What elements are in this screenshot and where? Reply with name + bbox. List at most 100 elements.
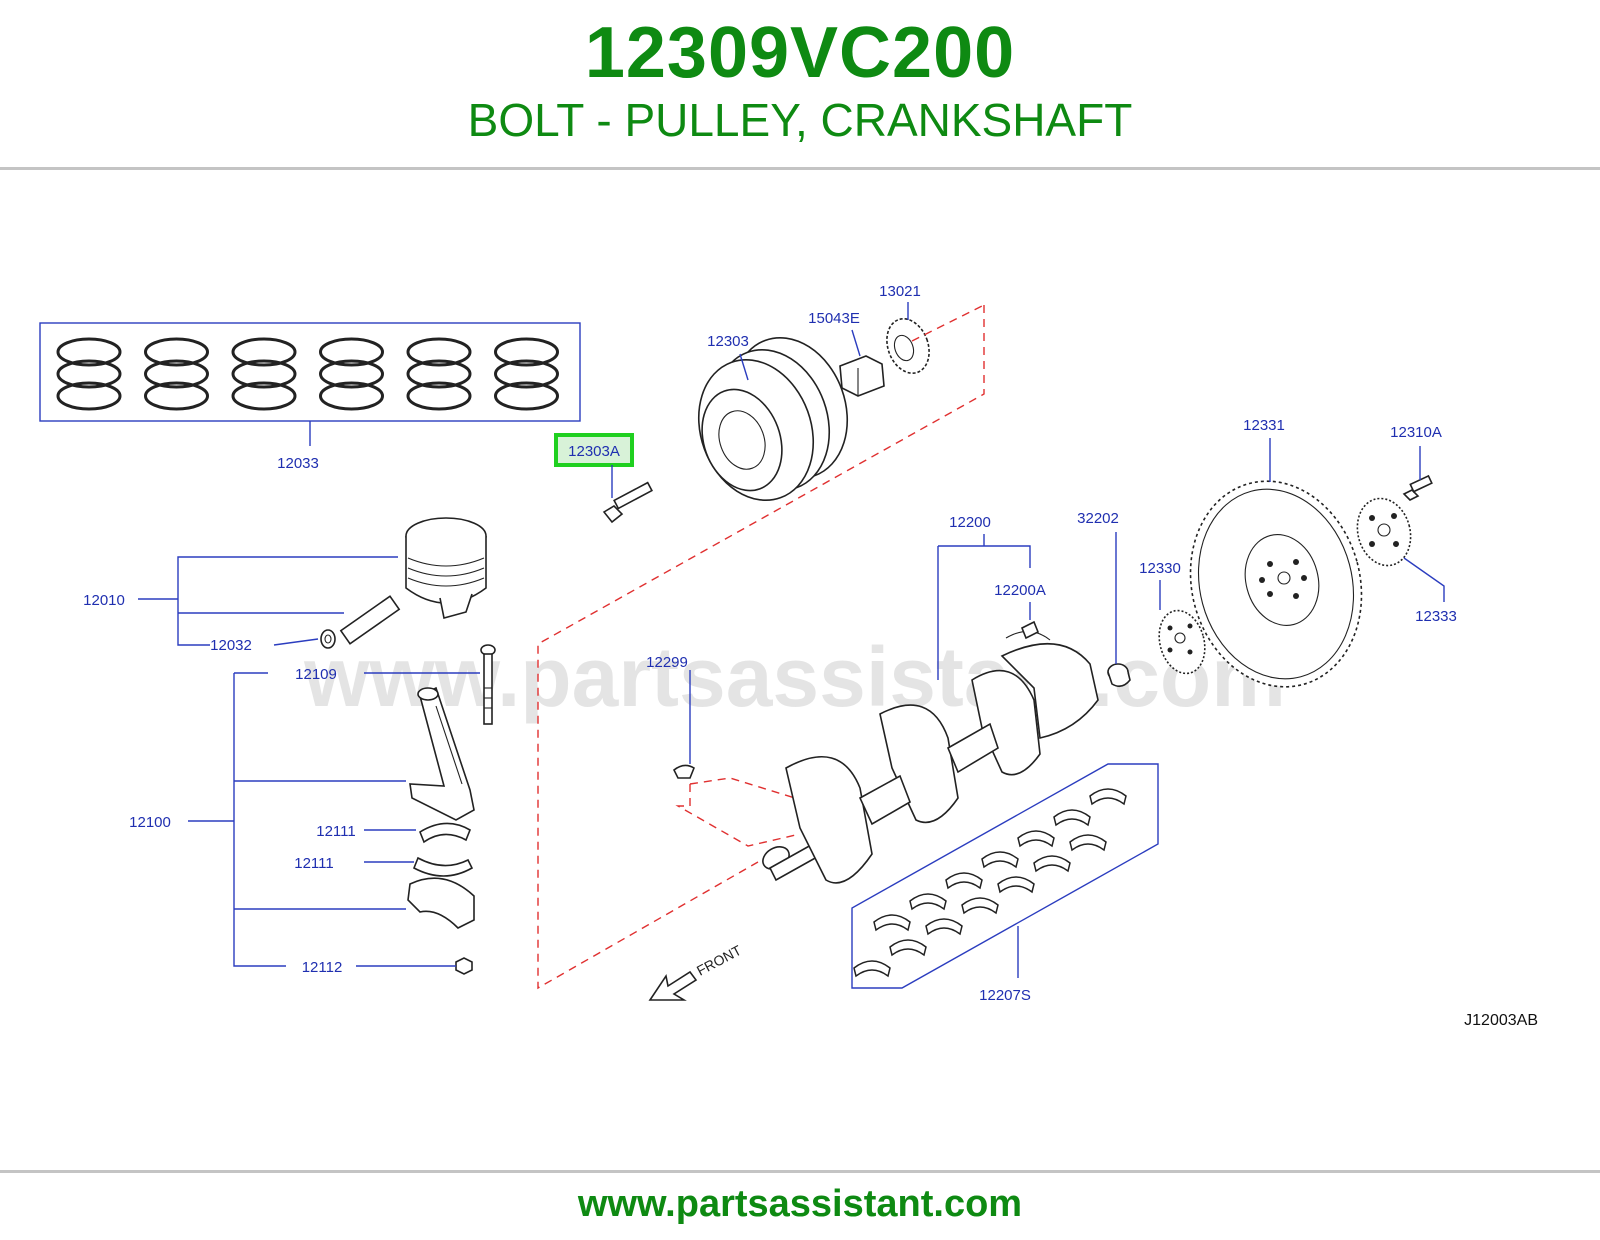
plug-12200A-part[interactable]: [1020, 620, 1040, 640]
piston-ring-sets: [56, 337, 559, 411]
leader-12010-bracket: [177, 556, 398, 646]
callout-13021[interactable]: 13021: [879, 283, 921, 300]
main-bearing-shell: [1017, 830, 1055, 848]
piston-ring: [144, 359, 209, 389]
main-bearing-shell: [1089, 788, 1127, 806]
piston-ring: [56, 359, 122, 389]
piston-ring: [56, 337, 122, 367]
piston-rings-group[interactable]: [39, 322, 581, 446]
main-bearing-shell: [981, 851, 1019, 869]
main-bearings-box: [851, 763, 1159, 989]
piston-pin-part[interactable]: [339, 595, 401, 645]
leader-12100-spine: [233, 673, 286, 967]
front-direction-indicator: FRONT: [648, 942, 744, 1001]
main-bearing-shell: [925, 918, 963, 936]
crankshaft-part[interactable]: [759, 630, 1099, 884]
crank-key-12299-part[interactable]: [672, 764, 695, 779]
callout-12310A[interactable]: 12310A: [1390, 424, 1442, 441]
callout-12333[interactable]: 12333: [1415, 608, 1457, 625]
piston-ring: [56, 381, 122, 411]
piston-ring: [319, 337, 384, 367]
callout-12207S[interactable]: 12207S: [979, 987, 1031, 1004]
pilot-bushing-32202-part[interactable]: [1107, 663, 1131, 688]
header: 12309VC200 BOLT - PULLEY, CRANKSHAFT: [0, 0, 1600, 168]
callout-12331[interactable]: 12331: [1243, 417, 1285, 434]
callout-12200[interactable]: 12200: [949, 514, 991, 531]
snap-ring-12032-part[interactable]: [320, 629, 336, 649]
part-number-title: 12309VC200: [584, 13, 1016, 93]
piston-ring: [494, 381, 559, 411]
rod-bolt-12109-part[interactable]: [480, 644, 496, 725]
callout-12111-lower[interactable]: 12111: [294, 855, 334, 872]
piston-ring: [231, 359, 297, 389]
callout-12112[interactable]: 12112: [302, 959, 343, 976]
pulley-bolt-part[interactable]: [602, 481, 653, 524]
piston-ring: [494, 359, 559, 389]
sprocket-13021-part[interactable]: [880, 313, 937, 379]
callout-12111-upper[interactable]: 12111: [316, 823, 356, 840]
front-label: FRONT: [694, 942, 744, 979]
leader-12333: [1403, 557, 1445, 602]
callout-32202[interactable]: 32202: [1077, 510, 1119, 527]
callout-12303[interactable]: 12303: [707, 333, 749, 350]
leader-15043E: [851, 329, 861, 357]
header-divider: [0, 167, 1600, 170]
piston-ring: [144, 337, 209, 367]
main-bearing-shell: [1033, 855, 1071, 873]
parts-diagram: www.partsassistant.com 12033 12303A 1230…: [0, 268, 1600, 1068]
piston-part[interactable]: [405, 517, 487, 619]
rod-bearing-upper-part[interactable]: [419, 822, 471, 844]
callout-12100[interactable]: 12100: [129, 814, 171, 831]
callout-12303A[interactable]: 12303A: [568, 443, 620, 460]
piston-ring: [319, 381, 384, 411]
piston-ring: [406, 359, 472, 389]
callout-12010[interactable]: 12010: [83, 592, 125, 609]
parts-diagram-svg: www.partsassistant.com 12033 12303A 1230…: [39, 283, 1538, 1029]
footer-divider: [0, 1170, 1600, 1173]
rod-cap-part[interactable]: [407, 877, 475, 929]
main-bearing-shell: [853, 960, 891, 978]
main-bearing-shell: [961, 897, 999, 915]
callout-12033[interactable]: 12033: [277, 455, 319, 472]
main-bearing-shell: [997, 876, 1035, 894]
crankshaft-pulley-part[interactable]: [680, 322, 867, 517]
piston-ring: [494, 337, 559, 367]
callout-12032[interactable]: 12032: [210, 637, 252, 654]
piston-ring: [231, 381, 297, 411]
footer-website[interactable]: www.partsassistant.com: [577, 1183, 1023, 1225]
main-bearing-shell: [889, 939, 927, 957]
main-bearings-group[interactable]: [851, 763, 1159, 989]
front-arrow-icon: [648, 970, 698, 1001]
rod-nut-12112-part[interactable]: [455, 957, 473, 975]
highlight-box-12303A[interactable]: [554, 433, 634, 467]
callout-12109[interactable]: 12109: [295, 666, 337, 683]
drawing-code: J12003AB: [1464, 1012, 1538, 1029]
flywheel-bolt-12310A-part[interactable]: [1402, 474, 1433, 501]
main-bearing-shells: [853, 788, 1127, 978]
pulley-bolt-shank: [613, 481, 653, 510]
main-bearing-shell: [1053, 809, 1091, 827]
piston-ring: [406, 381, 472, 411]
main-bearing-shell: [1069, 834, 1107, 852]
leader-12200-top: [938, 545, 1031, 568]
spacer-15043E-part[interactable]: [839, 355, 885, 397]
callout-15043E[interactable]: 15043E: [808, 310, 860, 327]
leader-12032: [273, 638, 319, 646]
key-dashed-outline: [675, 784, 801, 847]
rod-bearing-lower-part[interactable]: [412, 856, 474, 877]
piston-ring: [406, 337, 472, 367]
reinforcement-plate-12333-part[interactable]: [1350, 492, 1418, 571]
piston-ring: [319, 359, 384, 389]
assembly-dashed-outline: [537, 305, 985, 990]
connecting-rod-part[interactable]: [409, 686, 475, 821]
callout-12200A[interactable]: 12200A: [994, 582, 1046, 599]
watermark-text: www.partsassistant.com: [303, 630, 1286, 724]
piston-ring: [144, 381, 209, 411]
plate-12330-part[interactable]: [1152, 605, 1211, 678]
main-bearing-shell: [873, 914, 911, 932]
leader-12303: [739, 353, 749, 381]
callout-12299[interactable]: 12299: [646, 654, 688, 671]
flywheel-12331-part[interactable]: [1168, 462, 1384, 706]
callout-12330[interactable]: 12330: [1139, 560, 1181, 577]
piston-ring: [231, 337, 297, 367]
